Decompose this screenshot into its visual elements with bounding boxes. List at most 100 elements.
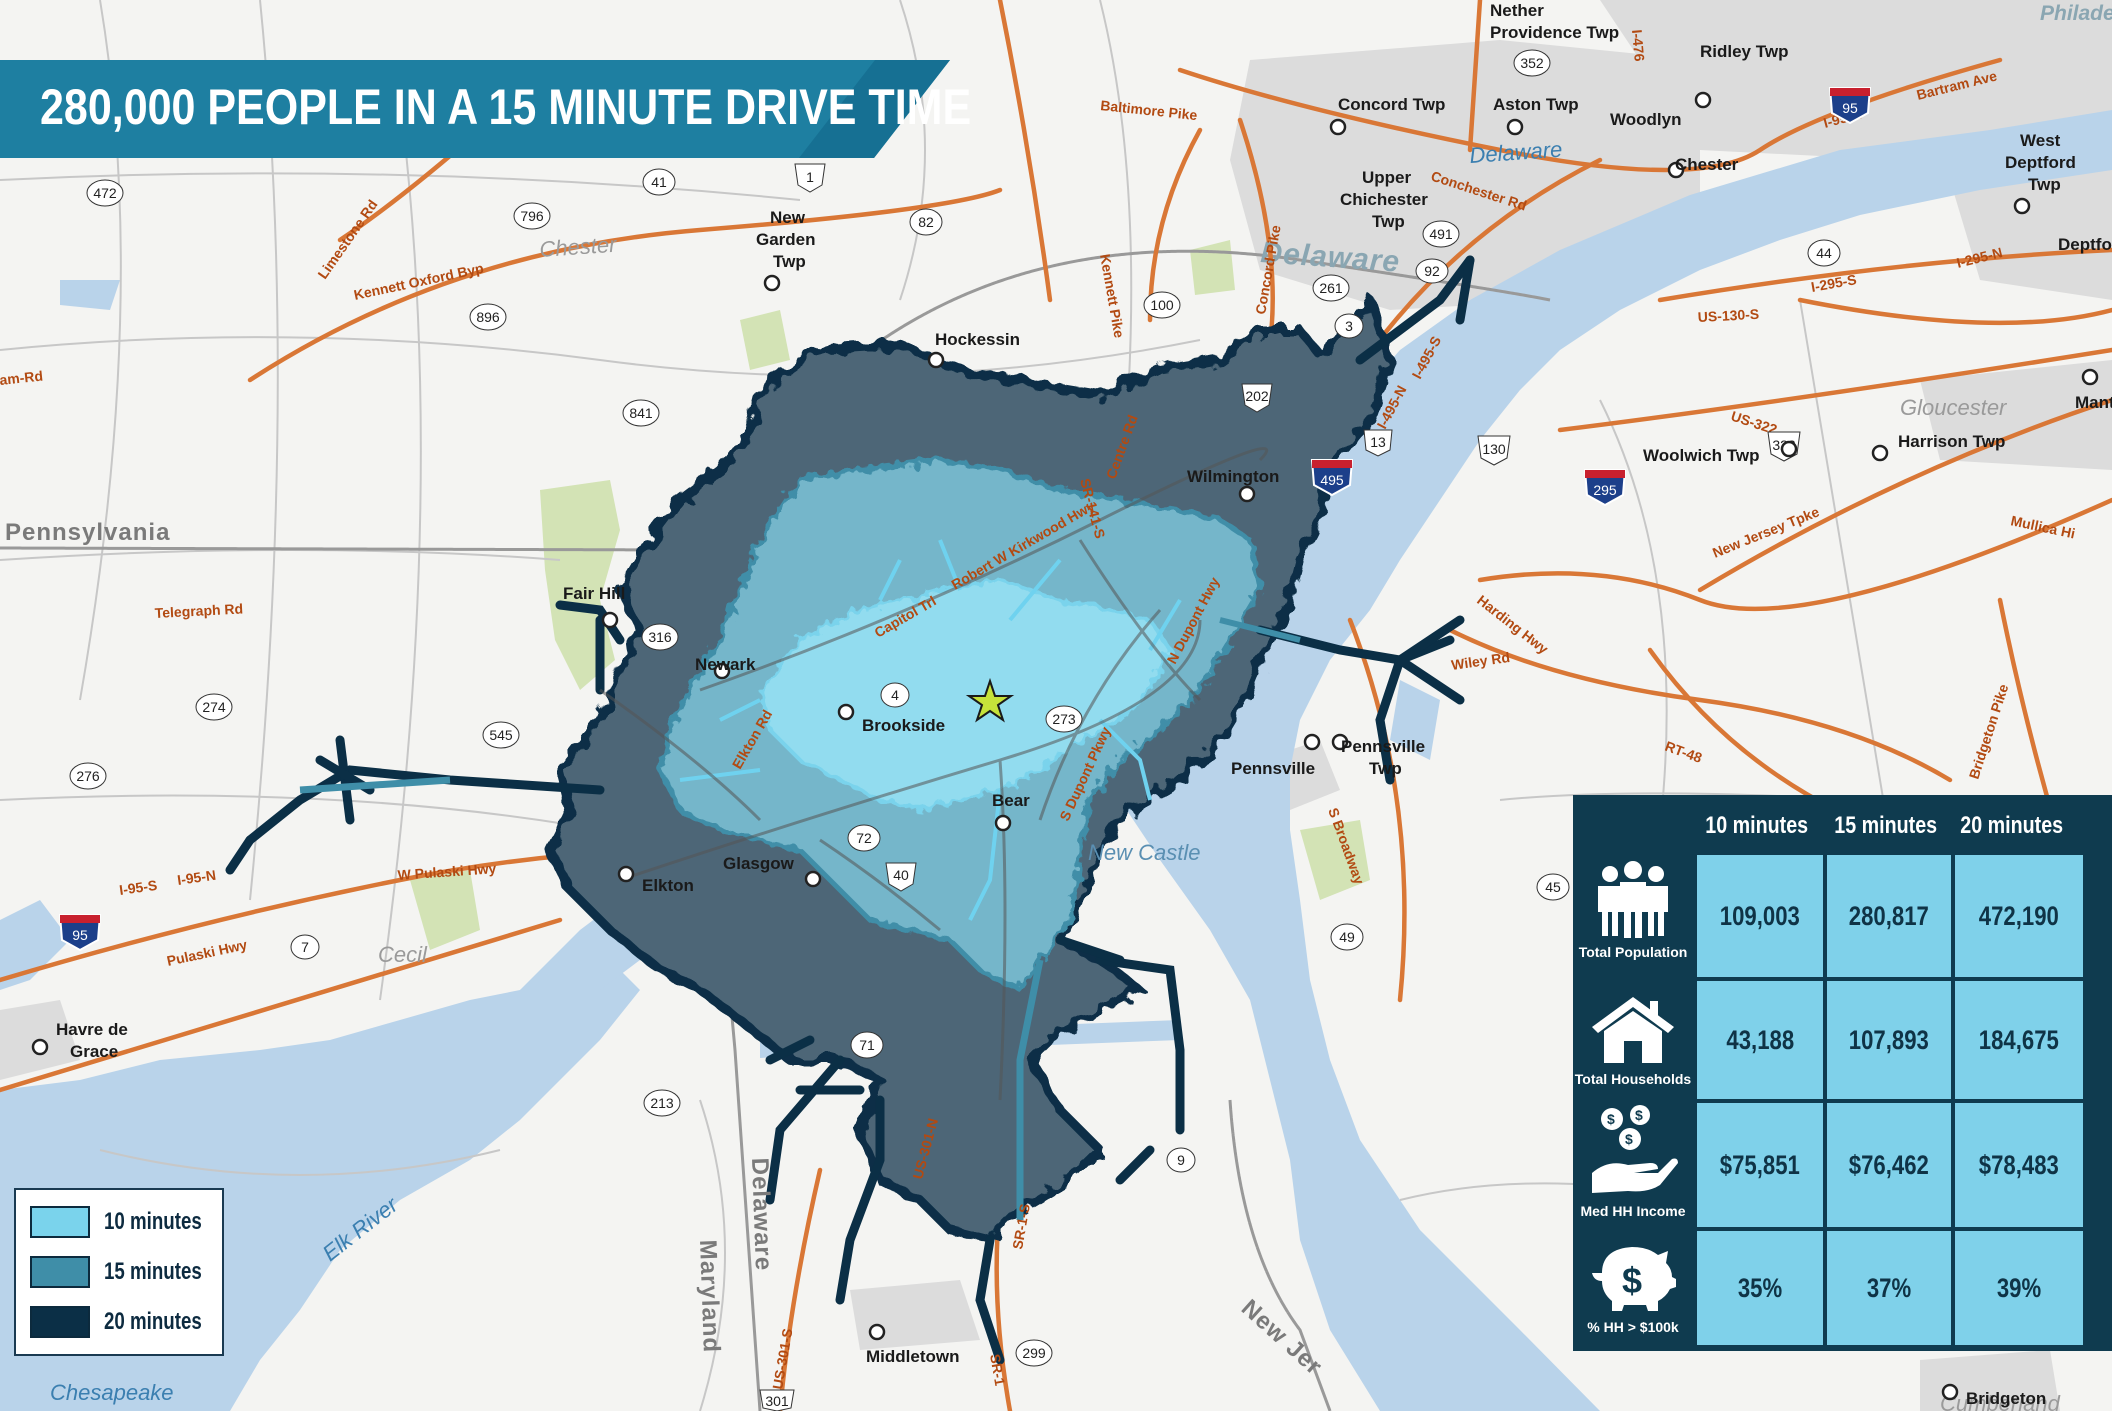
interstate-shield: 295 xyxy=(1583,469,1627,507)
region-label-gloucester: Gloucester xyxy=(1900,395,2008,420)
stats-cell: 107,893 xyxy=(1827,981,1951,1099)
stats-row-label: $ % HH > $100k xyxy=(1573,1239,1693,1335)
svg-text:41: 41 xyxy=(651,174,667,190)
stats-row-label: Total Population xyxy=(1573,860,1693,960)
stats-cell: 39% xyxy=(1955,1231,2083,1345)
place-label: Brookside xyxy=(862,716,945,735)
svg-text:$: $ xyxy=(1622,1260,1642,1301)
column-header: 20 minutes xyxy=(1960,812,2064,839)
svg-text:130: 130 xyxy=(1482,441,1506,457)
road-label: US-130-S xyxy=(1697,306,1759,325)
road-label: am-Rd xyxy=(0,368,44,388)
region-label-delaware-state: Delaware xyxy=(746,1157,777,1271)
place-label: Upper xyxy=(1362,168,1412,187)
svg-text:82: 82 xyxy=(918,214,934,230)
hand-money-icon: $$$ xyxy=(1592,1105,1678,1193)
house-icon xyxy=(1592,997,1674,1063)
svg-text:896: 896 xyxy=(476,309,500,325)
legend-label: 15 minutes xyxy=(104,1258,202,1285)
column-header: 15 minutes xyxy=(1834,812,1938,839)
stats-cell: $75,851 xyxy=(1697,1103,1823,1227)
svg-text:316: 316 xyxy=(648,629,672,645)
svg-text:491: 491 xyxy=(1429,226,1453,242)
route-shield: 274 xyxy=(195,693,233,721)
stats-table: 10 minutes 15 minutes 20 minutes Total P… xyxy=(1573,795,2112,1351)
road-label: I-95-N xyxy=(176,867,217,888)
svg-text:13: 13 xyxy=(1370,434,1386,450)
svg-text:7: 7 xyxy=(301,939,309,955)
region-label-cumberland: Cumberland xyxy=(1940,1391,2061,1411)
map-legend: 10 minutes 15 minutes 20 minutes xyxy=(14,1188,224,1356)
svg-text:40: 40 xyxy=(893,867,909,883)
svg-text:352: 352 xyxy=(1520,55,1544,71)
stats-cell: 43,188 xyxy=(1697,981,1823,1099)
place-label: Woolwich Twp xyxy=(1643,446,1759,465)
route-shield: 7 xyxy=(290,934,320,960)
site-star-icon[interactable] xyxy=(965,677,1015,723)
svg-text:796: 796 xyxy=(520,208,544,224)
place-label: Deptfo xyxy=(2058,235,2112,254)
svg-text:92: 92 xyxy=(1424,263,1440,279)
svg-text:273: 273 xyxy=(1052,711,1076,727)
place-label: Deptford xyxy=(2005,153,2076,172)
place-label: Glasgow xyxy=(723,854,795,873)
route-shield: 273 xyxy=(1045,705,1083,733)
route-shield: 896 xyxy=(469,303,507,331)
place-label: Aston Twp xyxy=(1493,95,1579,114)
drive-zone-10[interactable] xyxy=(679,539,1182,921)
row-label: % HH > $100k xyxy=(1587,1319,1679,1335)
row-label: Med HH Income xyxy=(1580,1203,1686,1219)
road-label: I-95-S xyxy=(118,877,158,898)
place-label: Pennsville xyxy=(1341,737,1425,756)
legend-swatch xyxy=(30,1306,90,1338)
interstate-shield: 495 xyxy=(1310,459,1354,497)
place-label: New xyxy=(770,208,806,227)
route-shield: 301 xyxy=(759,1389,795,1411)
route-shield: 44 xyxy=(1807,239,1841,267)
route-shield: 352 xyxy=(1513,49,1551,77)
legend-label: 10 minutes xyxy=(104,1208,202,1235)
route-shield: 1 xyxy=(794,163,826,193)
svg-text:301: 301 xyxy=(765,1393,789,1409)
place-label: Chester xyxy=(1675,155,1739,174)
route-shields: 472 796 41 1 82 352 896 841 100 261 3 92… xyxy=(58,49,1872,1411)
svg-text:44: 44 xyxy=(1816,245,1832,261)
route-shield: 4 xyxy=(880,682,910,708)
water-label-chesapeake: Chesapeake xyxy=(50,1380,174,1405)
route-shield: 491 xyxy=(1422,220,1460,248)
city-dots xyxy=(31,91,2099,1401)
row-label: Total Population xyxy=(1578,944,1688,960)
region-label-maryland: Maryland xyxy=(694,1239,725,1353)
place-label: Harrison Twp xyxy=(1898,432,2005,451)
place-label: West xyxy=(2020,131,2061,150)
svg-text:71: 71 xyxy=(859,1037,875,1053)
legend-item-15: 15 minutes xyxy=(30,1254,229,1290)
title-banner: 280,000 PEOPLE IN A 15 MINUTE DRIVE TIME xyxy=(0,60,971,158)
place-label: Fair Hill xyxy=(563,584,625,603)
svg-text:$: $ xyxy=(1607,1111,1615,1127)
stats-cell: 280,817 xyxy=(1827,855,1951,977)
route-shield: 261 xyxy=(1312,274,1350,302)
place-label: Providence Twp xyxy=(1490,23,1619,42)
svg-text:299: 299 xyxy=(1022,1345,1046,1361)
route-shield: 841 xyxy=(622,399,660,427)
place-label: Ridley Twp xyxy=(1700,42,1788,61)
route-shield: 3 xyxy=(1334,313,1364,339)
column-header: 10 minutes xyxy=(1705,812,1809,839)
stats-row-label: Total Households xyxy=(1573,993,1693,1087)
stats-cell: $76,462 xyxy=(1827,1103,1951,1227)
place-label: Bridgeton xyxy=(1966,1389,2046,1408)
place-label: Pennsville xyxy=(1231,759,1315,778)
stats-cell: 184,675 xyxy=(1955,981,2083,1099)
interstate-shield: 95 xyxy=(1828,87,1872,125)
stats-cell: 35% xyxy=(1697,1231,1823,1345)
stats-cell: $78,483 xyxy=(1955,1103,2083,1227)
region-label-chester: Chester xyxy=(539,232,619,262)
route-shield: 49 xyxy=(1330,923,1364,951)
interstate-shield: 95 xyxy=(58,914,102,952)
place-label: Nether xyxy=(1490,1,1544,20)
road-label: I-476 xyxy=(1629,29,1648,62)
svg-text:202: 202 xyxy=(1245,388,1269,404)
svg-text:1: 1 xyxy=(806,169,814,185)
